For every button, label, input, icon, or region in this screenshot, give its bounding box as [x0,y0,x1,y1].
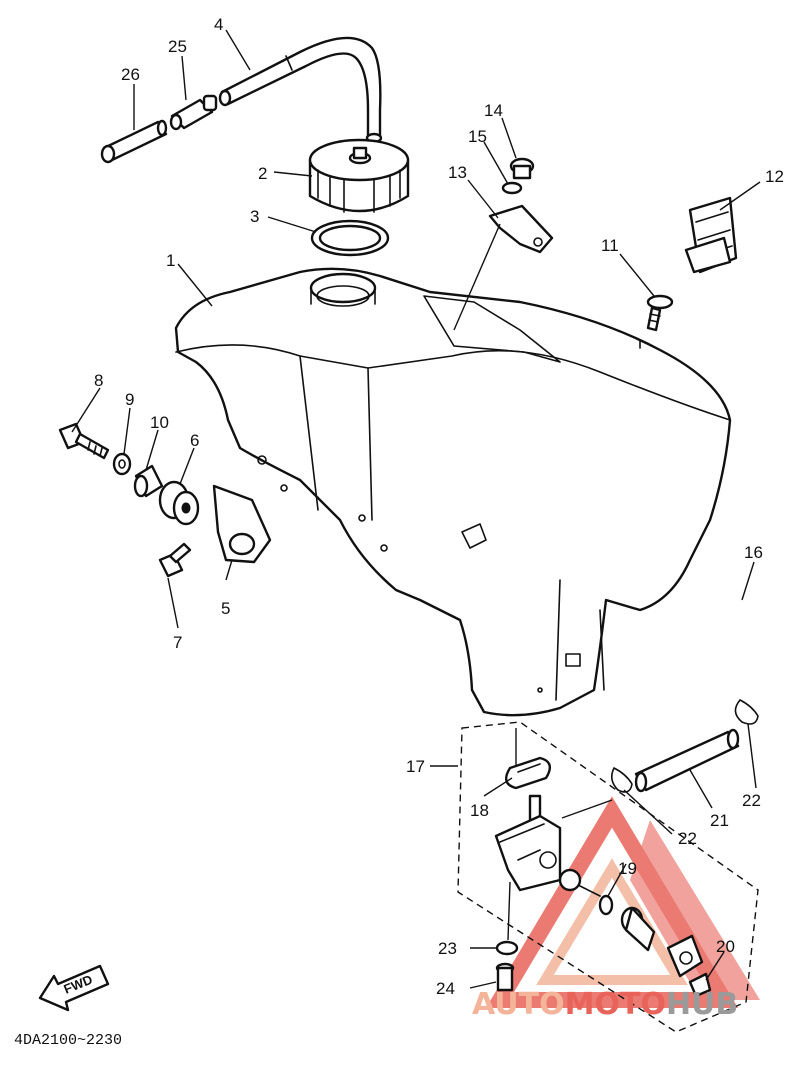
bolt-7 [158,542,192,578]
fuel-cap [308,138,410,213]
callout-12: 12 [765,167,784,186]
watermark-hub: HUB [666,987,738,1022]
callout-20: 20 [716,937,735,956]
part-code: 4DA2100~2230 [14,1032,122,1049]
bolt-24 [495,962,515,992]
bracket-5 [212,484,272,564]
fuel-tank [174,267,732,717]
fuel-cock-body [494,794,562,892]
washer-9 [112,452,132,476]
bolt-8 [58,422,110,460]
callout-15: 15 [468,127,487,146]
callout-25: 25 [168,37,187,56]
callout-3: 3 [250,207,259,226]
vent-hose-joint [169,94,218,131]
rubber-strap-12 [684,196,738,274]
hose-21 [634,728,740,793]
callout-10: 10 [150,413,169,432]
callout-5: 5 [221,599,230,618]
callout-22a: 22 [678,829,697,848]
callout-18: 18 [470,801,489,820]
watermark-moto: MOTO [565,987,666,1022]
callout-16: 16 [744,543,763,562]
washer-15 [501,181,523,195]
damper-6 [158,480,200,526]
leader-lines [71,29,761,989]
callout-26: 26 [121,65,140,84]
lever-20 [620,906,712,998]
clip-22b [734,699,759,725]
assembly-outline-17 [457,721,759,1033]
washer-23 [495,940,519,956]
callout-1: 1 [166,251,175,270]
callout-19: 19 [618,859,637,878]
gasket-18 [504,756,552,790]
callout-24: 24 [436,979,455,998]
callout-14: 14 [484,101,503,120]
o-ring-19 [598,894,614,916]
callout-22b: 22 [742,791,761,810]
bracket-13 [488,204,554,254]
fuel-cap-gasket [310,219,390,257]
clip-22a [610,767,633,793]
callout-8: 8 [94,371,103,390]
callout-11: 11 [601,236,619,255]
bolt-11 [646,294,674,332]
watermark-text: AUTOMOTOHUB [472,987,738,1022]
vent-hose [218,36,383,144]
collar-10 [133,464,164,498]
vent-hose-short [100,119,168,164]
fwd-arrow: FWD [38,964,110,1012]
callout-6: 6 [190,431,199,450]
callout-23: 23 [438,939,457,958]
callout-17: 17 [406,757,425,776]
screw-19 [558,868,601,897]
callout-21: 21 [710,811,729,830]
callout-9: 9 [125,390,134,409]
callouts: 1 2 3 4 5 6 7 8 9 10 11 12 13 14 15 16 1… [94,15,784,998]
bolt-14 [509,157,535,180]
callout-7: 7 [173,633,182,652]
callout-4: 4 [214,15,223,34]
watermark-auto: AUTO [472,987,565,1022]
callout-2: 2 [258,164,267,183]
callout-13: 13 [448,163,467,182]
